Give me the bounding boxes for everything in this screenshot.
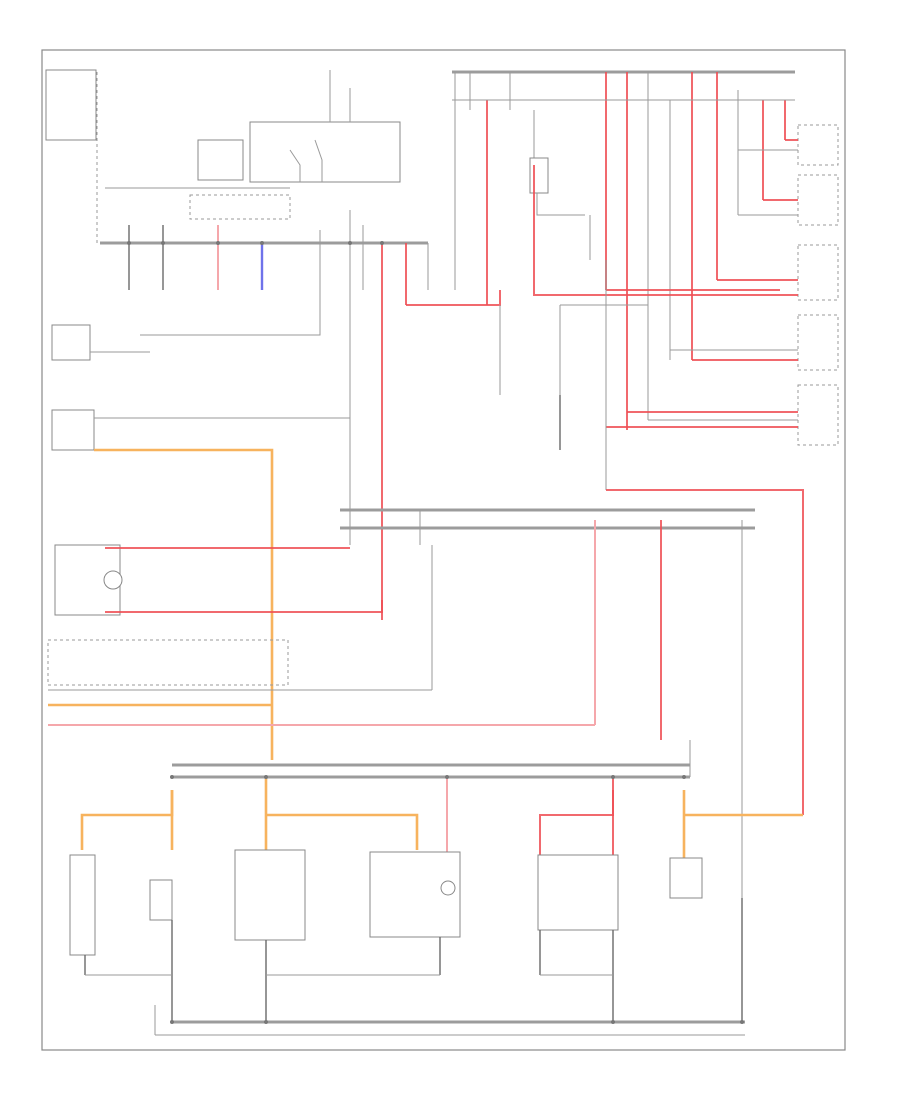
bottom-section [69, 740, 803, 1036]
right-connector-5 [797, 384, 839, 446]
right-connector-3 [797, 244, 839, 301]
left-sensor-box [51, 409, 95, 451]
right-connector-4 [797, 314, 839, 371]
middle-section [47, 500, 755, 1015]
top-section [45, 69, 839, 815]
left-relay-box [51, 324, 91, 361]
right-module [669, 857, 703, 899]
ignition-switch-box [249, 121, 401, 183]
right-connector-1 [797, 124, 839, 166]
center-left-module [234, 849, 306, 941]
right-center-module [537, 854, 619, 931]
right-connector-2 [797, 174, 839, 226]
left-seat-module [69, 854, 96, 956]
top-left-connector [45, 69, 97, 141]
diagram-frame [41, 49, 846, 1051]
